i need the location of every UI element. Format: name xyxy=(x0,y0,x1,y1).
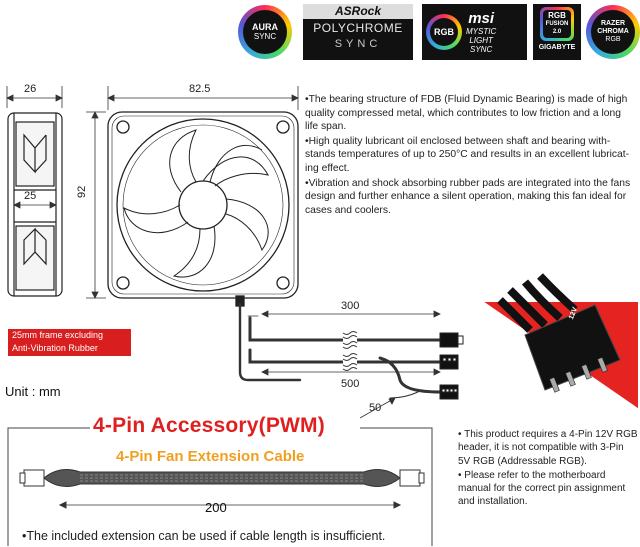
razer-line1: RAZER xyxy=(600,20,626,27)
fan-side-view xyxy=(7,112,63,297)
accessory-frame xyxy=(7,427,433,546)
dim-side-inner: 25 xyxy=(24,190,37,202)
frame-note-line1: 25mm frame excluding xyxy=(12,330,104,340)
dim-fan-width: 82.5 xyxy=(189,83,211,95)
msi-line1: MYSTIC xyxy=(466,26,497,36)
cable-title: 4-Pin Fan Extension Cable xyxy=(116,448,305,465)
razer-line2: CHROMA xyxy=(597,28,629,35)
feature-item: •Vibration and shock absorbing rubber pa… xyxy=(305,177,631,216)
dim-ext-length: 200 xyxy=(205,500,227,515)
extension-note: •The included extension can be used if c… xyxy=(22,529,386,543)
dim-cable-50: 50 xyxy=(369,402,382,414)
fan-width-dimension xyxy=(107,86,299,110)
side-inner-dimension xyxy=(13,201,57,209)
cable-break-marks xyxy=(342,331,358,371)
razer-chroma-logo: RAZER CHROMA RGB xyxy=(586,3,640,61)
gigabyte-brand: GIGABYTE xyxy=(538,44,576,51)
cable-connectors xyxy=(439,332,464,400)
fan-cables xyxy=(238,302,442,399)
fan-height-dimension xyxy=(86,111,106,299)
rgb-connector-closeup xyxy=(471,273,640,415)
unit-label: Unit : mm xyxy=(5,384,61,399)
frame-note-box: 25mm frame excluding Anti-Vibration Rubb… xyxy=(8,329,131,356)
aura-line2: SYNC xyxy=(253,32,277,41)
rgb-note-item: • This product requires a 4-Pin 12V RGB … xyxy=(458,429,638,467)
cable-dimensions xyxy=(261,310,441,419)
asrock-line2: SYNC xyxy=(334,38,382,50)
feature-item: •High quality lubricant oil enclosed bet… xyxy=(305,135,630,174)
accessory-title: 4-Pin Accessory(PWM) xyxy=(93,414,325,437)
msi-rgb-badge: RGB xyxy=(430,18,458,46)
asrock-line1: POLYCHROME xyxy=(313,21,403,35)
razer-line3: RGB xyxy=(605,36,621,43)
asrock-brand: ASRock xyxy=(303,4,413,19)
msi-line3: SYNC xyxy=(470,44,493,54)
rgb-note-item: • Please refer to the motherboard manual… xyxy=(458,469,626,508)
side-width-dimension xyxy=(6,86,63,108)
extension-cable xyxy=(19,469,425,509)
rgb-note-list: • This product requires a 4-Pin 12V RGB … xyxy=(458,428,638,509)
dim-cable-300: 300 xyxy=(341,300,360,312)
msi-line2: LIGHT xyxy=(469,35,493,45)
gigabyte-rgb-fusion-logo: RGB FUSION 2.0 GIGABYTE xyxy=(532,3,582,61)
feature-list: •The bearing structure of FDB (Fluid Dyn… xyxy=(305,93,635,218)
feature-item: •The bearing structure of FDB (Fluid Dyn… xyxy=(305,94,628,133)
dim-side-width: 26 xyxy=(24,83,37,95)
dim-cable-500: 500 xyxy=(341,378,360,390)
dim-fan-height: 92 xyxy=(76,185,88,198)
gigabyte-line1: RGB xyxy=(548,11,566,20)
aura-line1: AURA xyxy=(252,22,278,32)
gigabyte-line3: 2.0 xyxy=(552,29,562,35)
gigabyte-line2: FUSION xyxy=(545,21,569,27)
fan-front-view xyxy=(107,111,299,307)
msi-mystic-light-logo: RGB msi MYSTIC LIGHT SYNC xyxy=(421,3,528,61)
asrock-polychrome-logo: ASRock POLYCHROME SYNC xyxy=(302,3,414,61)
msi-brand: msi xyxy=(468,9,495,27)
aura-sync-logo: AURA SYNC xyxy=(236,3,294,61)
frame-note-line2: Anti-Vibration Rubber xyxy=(12,343,98,353)
